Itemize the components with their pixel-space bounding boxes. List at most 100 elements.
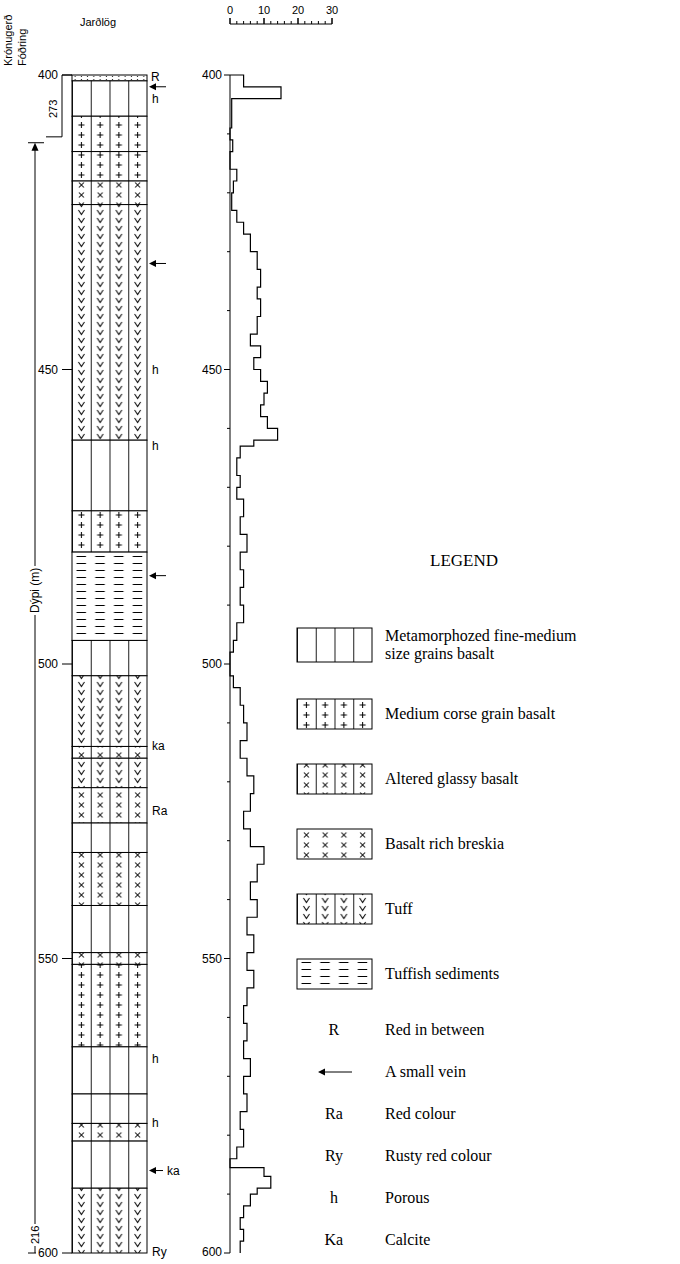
scale-tick — [311, 21, 312, 24]
legend-text: Porous — [385, 1190, 429, 1206]
graph-depth-tick — [227, 781, 230, 782]
legend-symbol: Ry — [325, 1148, 343, 1164]
lithology-layer — [72, 75, 147, 81]
depth-label: 600 — [202, 1246, 222, 1258]
column-header: Fóðring — [17, 29, 28, 66]
graph-depth-tick — [224, 75, 230, 76]
depth-label: 500 — [38, 658, 58, 670]
layer-note: h — [152, 364, 159, 376]
depth-label: 400 — [202, 69, 222, 81]
axis-title: Dýpi (m) — [28, 565, 42, 614]
lithology-layer — [72, 81, 147, 116]
scale-tick — [332, 18, 333, 24]
column-header: Krónugerð — [3, 15, 14, 66]
scale-tick — [304, 21, 305, 24]
lithology-layer — [72, 640, 147, 675]
lithology-layer — [72, 205, 147, 441]
lithology-layer — [72, 1094, 147, 1123]
legend-text: Altered glassy basalt — [385, 771, 518, 787]
lithology-layer — [72, 1123, 147, 1141]
scale-label: 30 — [326, 5, 338, 16]
scale-tick — [270, 21, 271, 24]
lithology-layer — [72, 181, 147, 205]
lithology-layer — [72, 1047, 147, 1094]
lithology-layer — [72, 852, 147, 905]
casing-line — [35, 147, 36, 1253]
legend-text: Tuff — [385, 901, 413, 917]
lithology-layer — [72, 788, 147, 823]
depth-label: 400 — [38, 69, 58, 81]
casing-diameter: 273 — [48, 99, 59, 117]
graph-depth-tick — [227, 428, 230, 429]
scale-tick — [230, 18, 231, 24]
depth-tick — [62, 369, 72, 370]
legend-swatch — [297, 829, 372, 859]
scale-ruler — [230, 24, 332, 25]
layer-note: R — [151, 71, 160, 83]
legend-swatch — [297, 699, 372, 729]
vein-arrow-head — [149, 83, 156, 90]
legend-text: Red in between — [385, 1022, 485, 1038]
legend-heading: LEGEND — [430, 552, 498, 569]
lithology-layer — [72, 152, 147, 181]
legend-swatch — [297, 628, 372, 662]
legend-text: Medium corse grain basalt — [385, 706, 555, 722]
graph-depth-tick — [227, 1135, 230, 1136]
casing-diameter: 216 — [29, 1224, 42, 1246]
graph-depth-tick — [224, 1253, 230, 1254]
lithology-layer — [72, 758, 147, 787]
lithology-layer — [72, 905, 147, 952]
legend-swatch — [297, 764, 372, 794]
lithology-layer — [72, 440, 147, 511]
graph-depth-tick — [224, 369, 230, 370]
scale-tick — [332, 18, 333, 24]
legend-symbol: Ka — [325, 1232, 344, 1248]
scale-tick — [277, 21, 278, 24]
layer-note: h — [152, 1053, 159, 1065]
lithology-layer — [72, 953, 147, 965]
scale-tick — [257, 21, 258, 24]
scale-tick — [325, 21, 326, 24]
lithology-layer — [72, 1188, 147, 1253]
graph-depth-tick — [227, 1017, 230, 1018]
casing-bracket — [62, 75, 72, 76]
depth-tick — [62, 75, 72, 76]
lithology-layer — [72, 116, 147, 151]
graph-depth-tick — [227, 722, 230, 723]
legend-text: Red colour — [385, 1106, 456, 1122]
scale-tick — [236, 21, 237, 24]
legend-symbol: Ra — [325, 1106, 343, 1122]
legend-symbol: R — [329, 1022, 340, 1038]
graph-depth-tick — [227, 546, 230, 547]
scale-tick — [298, 18, 299, 24]
graph-depth-tick — [227, 487, 230, 488]
depth-tick — [62, 958, 72, 959]
depth-label: 600 — [38, 1247, 58, 1259]
graph-depth-tick — [227, 840, 230, 841]
scale-tick — [264, 18, 265, 24]
scale-tick — [250, 21, 251, 24]
casing-bracket — [62, 75, 63, 137]
log-curve — [230, 75, 281, 1253]
scale-tick — [284, 21, 285, 24]
lithology-layer — [72, 676, 147, 747]
scale-label: 20 — [292, 5, 304, 16]
scale-tick — [318, 21, 319, 24]
scale-tick — [291, 21, 292, 24]
graph-depth-tick — [224, 664, 230, 665]
legend-text: Calcite — [385, 1232, 430, 1248]
legend-swatch — [297, 894, 372, 924]
legend-text: A small vein — [385, 1064, 466, 1080]
vein-arrow-head — [149, 1167, 156, 1174]
legend-text: Rusty red colour — [385, 1148, 492, 1164]
graph-depth-tick — [227, 1076, 230, 1077]
layer-note: ka — [152, 740, 165, 752]
graph-depth-tick — [227, 605, 230, 606]
vein-arrow-head — [149, 572, 156, 579]
vein-arrow-head — [149, 260, 156, 267]
graph-depth-tick — [227, 310, 230, 311]
legend-symbol: h — [330, 1190, 338, 1206]
scale-tick — [243, 21, 244, 24]
